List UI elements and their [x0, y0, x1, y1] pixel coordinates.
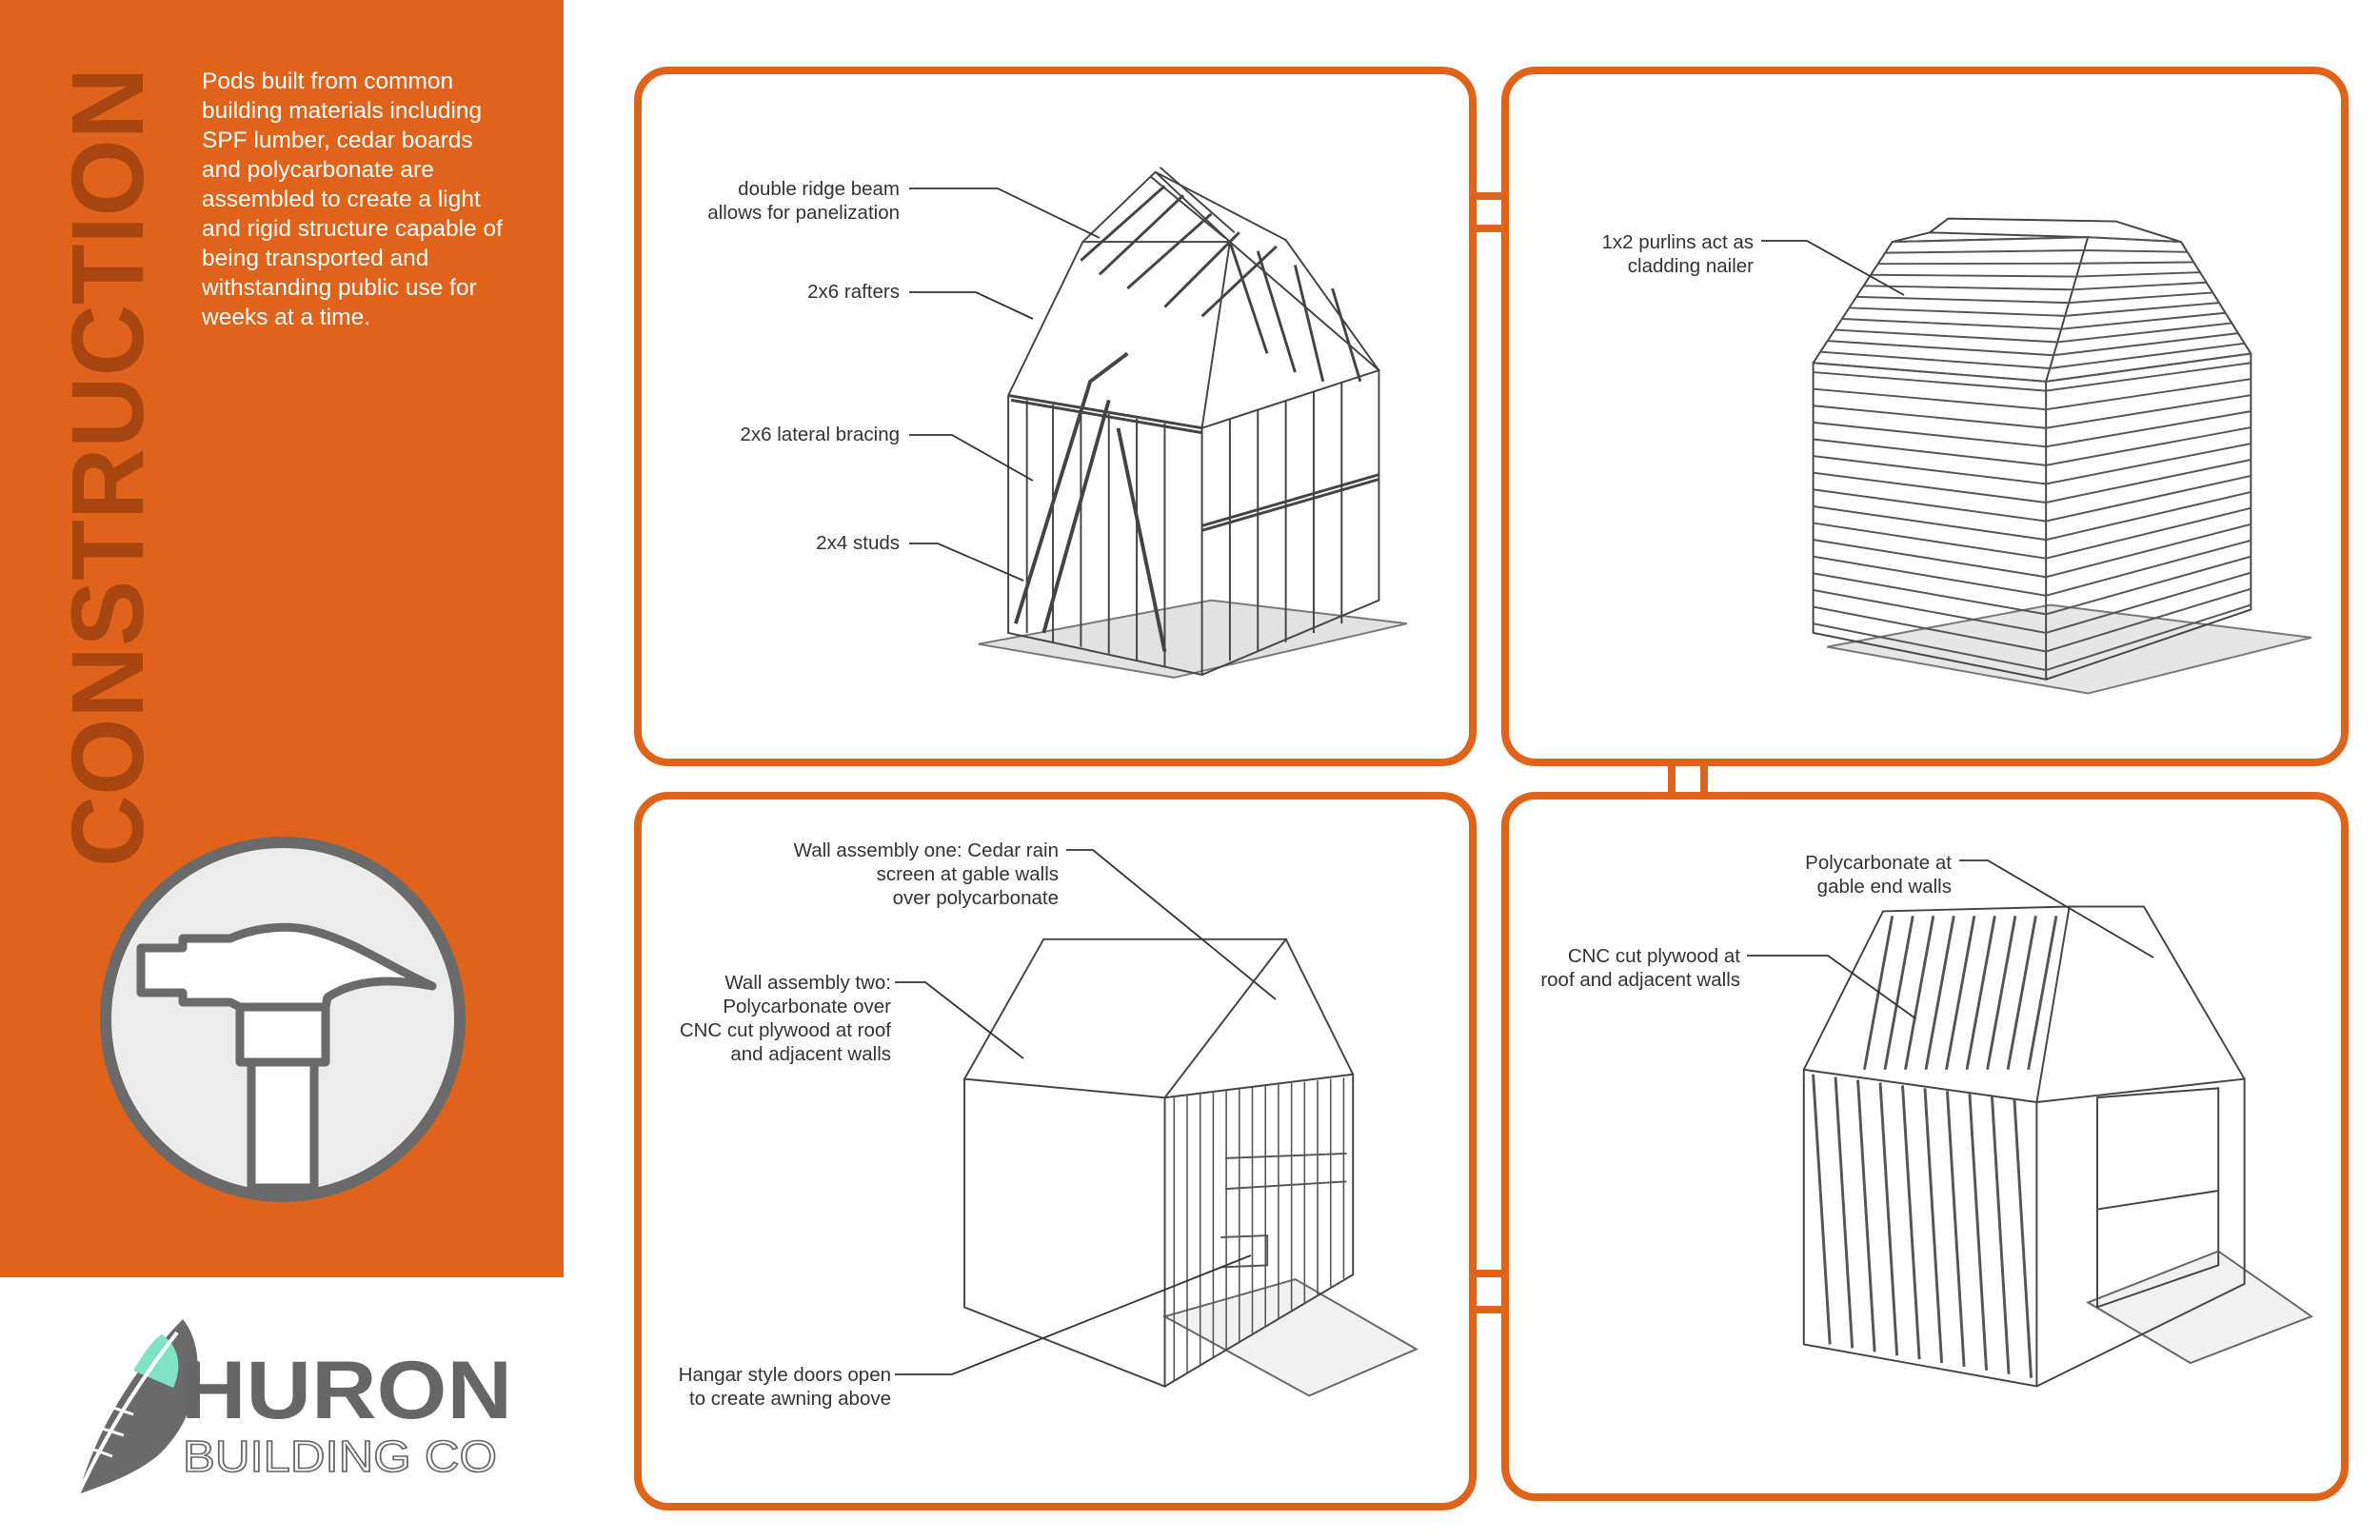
section-title-text: CONSTRUCTION	[67, 68, 150, 867]
company-logo: HURON BUILDING CO	[67, 1313, 524, 1504]
label-hangar-doors: Hangar style doors open to create awning…	[678, 1364, 891, 1410]
logo-subtitle: BUILDING CO	[183, 1431, 497, 1481]
intro-line: weeks at a time.	[202, 305, 371, 330]
purlins-drawing	[1812, 217, 2312, 695]
hammer-badge	[99, 836, 466, 1203]
label-double-ridge-beam: double ridge beam allows for panelizatio…	[707, 178, 900, 224]
section-title: CONSTRUCTION	[50, 63, 165, 872]
panel-wall-assemblies	[634, 792, 1477, 1510]
intro-line: Pods built from common	[202, 69, 454, 94]
framing-drawing	[978, 167, 1408, 679]
wall-assembly-drawing	[963, 938, 1418, 1397]
logo-name: HURON	[181, 1345, 512, 1436]
intro-line: building materials including	[202, 98, 483, 124]
cnc-plywood-drawing	[1802, 905, 2314, 1388]
label-lateral-bracing: 2x6 lateral bracing	[740, 424, 900, 445]
intro-line: SPF lumber, cedar boards	[202, 128, 473, 153]
intro-text: Pods built from common building material…	[202, 67, 549, 332]
label-polycarbonate-gable: Polycarbonate at gable end walls	[1805, 852, 1952, 898]
intro-line: and polycarbonate are	[202, 157, 434, 183]
intro-line: and rigid structure capable of	[202, 216, 503, 242]
sidebar: CONSTRUCTION Pods built from common buil…	[0, 0, 564, 1277]
panel-purlins	[1501, 67, 2349, 766]
panel-framing	[634, 67, 1477, 766]
label-cnc-plywood: CNC cut plywood at roof and adjacent wal…	[1540, 945, 1740, 991]
intro-line: assembled to create a light	[202, 187, 481, 212]
label-rafters: 2x6 rafters	[807, 281, 900, 303]
label-wall-assembly-two: Wall assembly two: Polycarbonate over CN…	[679, 972, 891, 1065]
label-purlins: 1x2 purlins act as cladding nailer	[1601, 231, 1754, 277]
label-wall-assembly-one: Wall assembly one: Cedar rain screen at …	[793, 839, 1059, 909]
label-studs: 2x4 studs	[816, 532, 900, 554]
intro-line: withstanding public use for	[202, 275, 477, 301]
panel-cnc-plywood	[1501, 792, 2349, 1501]
intro-line: being transported and	[202, 246, 429, 271]
feather-icon	[76, 1319, 198, 1495]
hammer-icon	[100, 837, 466, 1202]
